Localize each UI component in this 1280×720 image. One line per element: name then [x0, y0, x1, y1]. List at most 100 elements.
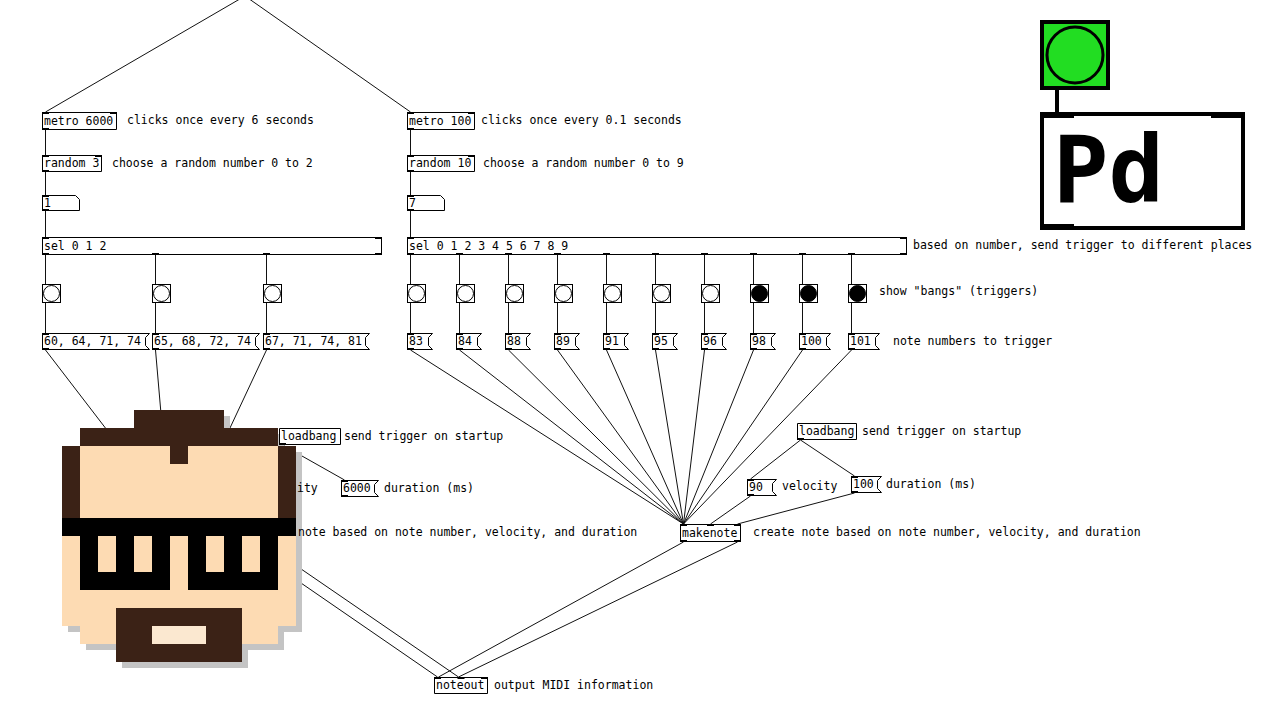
avatar-pixel [134, 410, 224, 428]
inlet [734, 524, 741, 526]
message-box: 91 [603, 333, 629, 350]
bang-light [458, 286, 474, 302]
number-box: 1 [42, 195, 80, 211]
outlet [701, 348, 708, 350]
box-border [342, 481, 379, 497]
object-box: metro 6000 [42, 112, 117, 130]
object-box: sel 0 1 2 3 4 5 6 7 8 9 [407, 237, 907, 255]
patch-cord [245, 0, 411, 112]
outlet [263, 253, 270, 255]
outlet [456, 253, 463, 255]
patch-cord [751, 440, 801, 479]
outlet [734, 540, 741, 542]
comment: choose a random number 0 to 2 [112, 155, 313, 172]
outlet [341, 495, 348, 497]
avatar-face [62, 410, 296, 662]
box-text: 90 [747, 479, 777, 496]
box-text: sel 0 1 2 3 4 5 6 7 8 9 [407, 237, 907, 255]
outlet [848, 348, 855, 350]
avatar-pixel [170, 536, 188, 572]
avatar-pixel [152, 626, 206, 644]
box-border [653, 334, 678, 350]
comment: velocity [782, 478, 837, 495]
box-text: 6000 [341, 480, 379, 497]
inlet [680, 524, 687, 526]
object-box: loadbang [279, 428, 341, 445]
avatar-pixel [188, 536, 278, 572]
box-text: 65, 68, 72, 74 [152, 333, 260, 350]
avatar-pixel [242, 536, 260, 572]
bang-frame [506, 285, 524, 303]
bang-light [605, 286, 621, 302]
object-box: makenote [680, 524, 741, 542]
inlet [1211, 112, 1245, 118]
box-border [604, 334, 629, 350]
avatar-pixel [98, 536, 116, 572]
outlet [900, 253, 907, 255]
outlet [42, 348, 49, 350]
box-border [408, 238, 907, 255]
box-text: 89 [554, 333, 580, 350]
logo-cord [1055, 88, 1059, 113]
box-border [43, 238, 382, 255]
bang-light [265, 286, 281, 302]
avatar-pixel [80, 446, 278, 518]
box-border [435, 678, 488, 694]
inlet [900, 237, 907, 239]
comment: duration (ms) [886, 476, 976, 493]
inlet [407, 112, 414, 114]
box-text: 100 [851, 476, 882, 493]
outlet [603, 348, 610, 350]
bang-frame [153, 285, 171, 303]
box-border [280, 429, 341, 445]
inlet [42, 112, 49, 114]
box-border [457, 334, 482, 350]
bang-light [409, 286, 425, 302]
patch-cord [45, 211, 46, 237]
box-text: makenote [680, 524, 741, 542]
box-border [408, 196, 445, 211]
box-text: 88 [505, 333, 531, 350]
number-box: 7 [407, 195, 445, 211]
message-box: 95 [652, 333, 678, 350]
outlet [263, 348, 270, 350]
comment: send trigger on startup [862, 423, 1021, 440]
box-border [852, 477, 882, 493]
avatar-pixel [116, 644, 242, 662]
logo-toggle [1042, 22, 1108, 88]
inlet [375, 237, 382, 239]
outlet [603, 253, 610, 255]
object-box: random 3 [42, 155, 102, 172]
bang-frame [849, 285, 867, 303]
outlet [1040, 224, 1074, 230]
object-box: sel 0 1 2 [42, 237, 382, 255]
message-box: 98 [750, 333, 776, 350]
outlet [750, 253, 757, 255]
box-text: 91 [603, 333, 629, 350]
bang-frame [264, 285, 282, 303]
message-box: 84 [456, 333, 482, 350]
box-text: 96 [701, 333, 727, 350]
box-border [681, 525, 741, 542]
message-box: 101 [848, 333, 880, 350]
outlet [680, 540, 687, 542]
bang-light [556, 286, 572, 302]
box-border [702, 334, 727, 350]
outlet [750, 348, 757, 350]
logo-text: Pd [1040, 112, 1245, 230]
message-box: 88 [505, 333, 531, 350]
message-box: 89 [554, 333, 580, 350]
avatar-pixel [116, 626, 242, 644]
message-box: 96 [701, 333, 727, 350]
patch-cord [684, 350, 803, 524]
box-text: sel 0 1 2 [42, 237, 382, 255]
outlet [279, 443, 286, 445]
box-text: 84 [456, 333, 482, 350]
bang-frame [604, 285, 622, 303]
outlet [554, 348, 561, 350]
box-text: 100 [799, 333, 831, 350]
avatar-pixel [206, 536, 224, 572]
comment: note numbers to trigger [893, 333, 1052, 350]
comment: send trigger on startup [344, 428, 503, 445]
